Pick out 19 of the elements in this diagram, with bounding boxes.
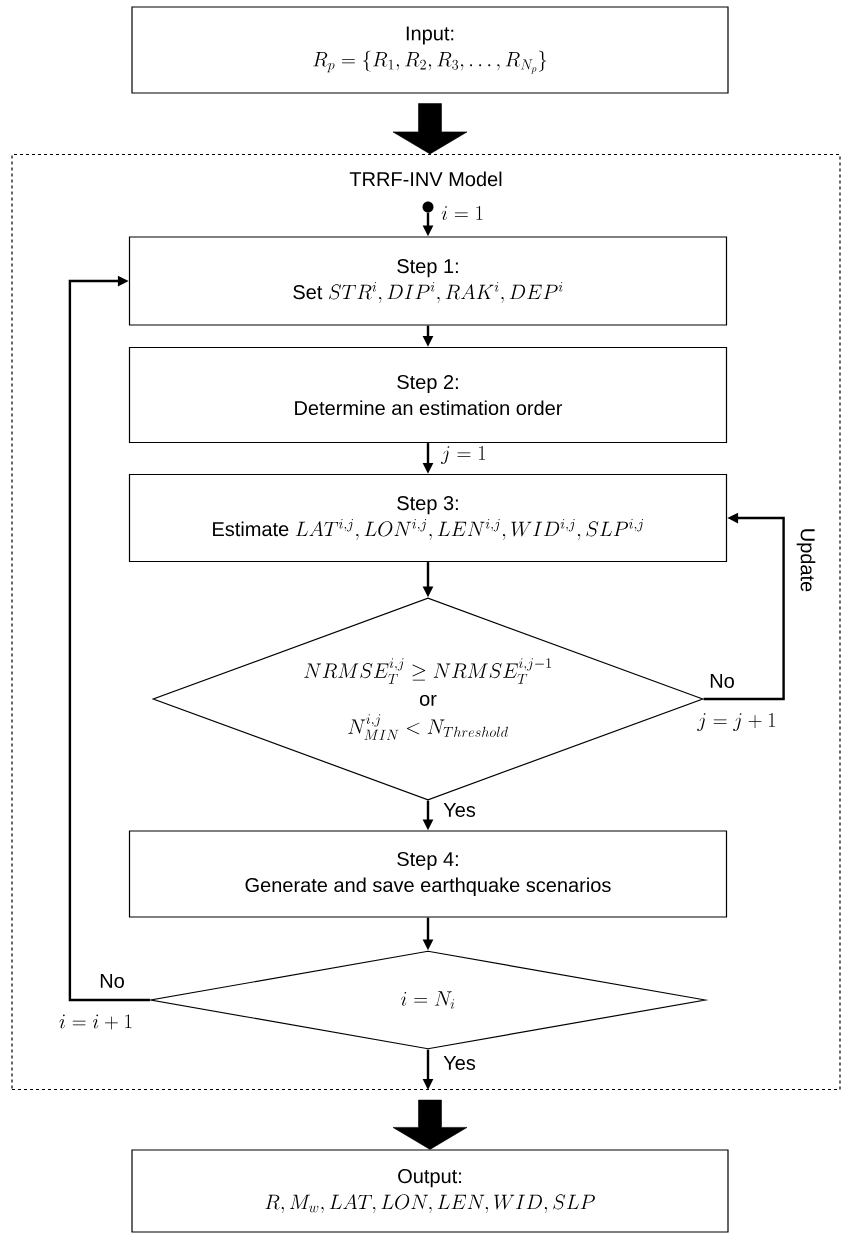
block-arrow [392,1099,468,1150]
side-label: Update [796,529,816,592]
arrow [68,275,150,1002]
frame-title: TRRF-INV Model [349,171,502,187]
process-box: Step 3: $\text{Estimate } LAT^{i,j}, LON^{i,j}, LEN^{i,j}, WID^{i,j}, SLP^{i,j}$ [128,473,728,563]
edge-label: No [98,973,126,989]
edge-label: $j = 1$ [440,445,488,465]
block-arrow [392,103,468,155]
edge-label: $i = 1$ [440,205,486,221]
output-box: Output: $R, M_w, LAT, LON, LEN, WID, SLP$ [131,1149,729,1233]
process-box: Step 2: Determine an estimation order [128,346,728,444]
process-box: Step 1: $\text{Set } STR^i, DIP^i, RAK^i, DEP^i$ [128,236,728,326]
edge-label: No [708,673,736,689]
process-box: Step 4: Generate and save earthquake scenarios [128,830,728,918]
input-box: Input: $R_p = \{R_1, R_2, R_3, \ldots, R_{N_p}\}$ [131,6,729,94]
edge-label: Yes [442,1055,477,1071]
equation-label: $j = j + 1$ [697,713,776,731]
equation-label: $i = i + 1$ [59,1014,132,1030]
edge-label: Yes [442,802,477,818]
